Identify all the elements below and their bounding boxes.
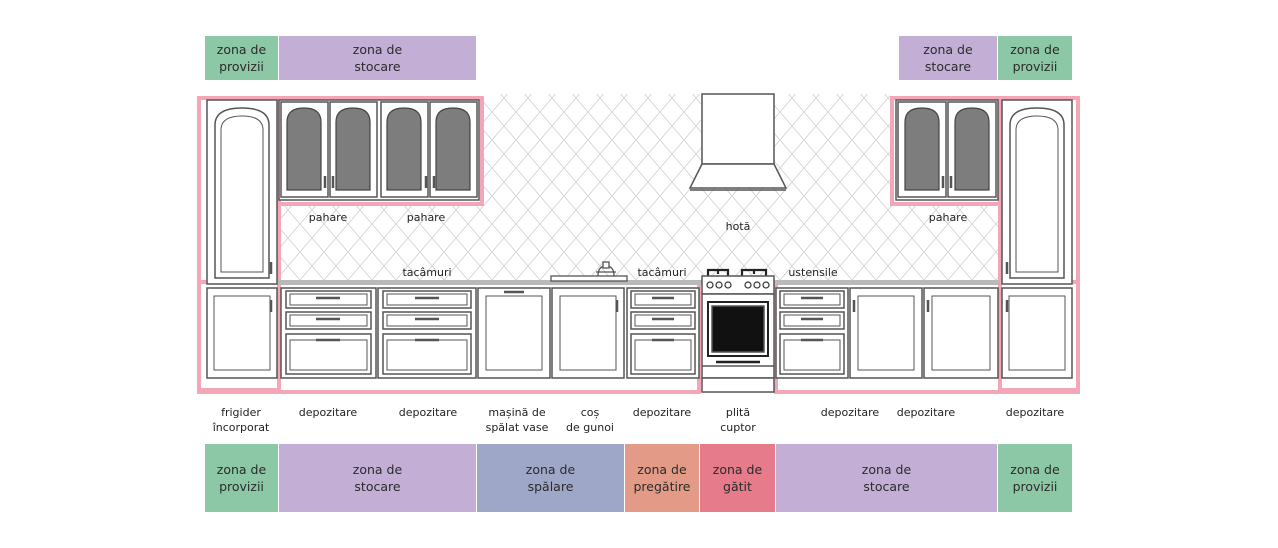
label-depozitare-1: depozitare [298, 406, 358, 419]
label-tacamuri-1: tacâmuri [402, 266, 452, 279]
label-pahare-1: pahare [308, 211, 348, 224]
backsplash-under-cabinets-right [890, 206, 998, 280]
top-zone-provizii-left: zona de provizii [205, 36, 278, 80]
label-hota: hotă [725, 220, 751, 233]
tall-cabinet-left [206, 99, 278, 379]
countertop [278, 280, 1000, 285]
backsplash-under-cabinets-left [278, 206, 484, 280]
bottom-zone-gatit: zona de gătit [700, 444, 775, 512]
label-plita-cuptor: plită cuptor [720, 406, 756, 434]
label-pahare-3: pahare [928, 211, 968, 224]
top-zone-stocare-right: zona de stocare [899, 36, 997, 80]
label-ustensile: ustensile [788, 266, 838, 279]
label-tacamuri-2: tacâmuri [637, 266, 687, 279]
label-pahare-2: pahare [406, 211, 446, 224]
bottom-zone-pregatire: zona de pregătire [625, 444, 699, 512]
sink [550, 261, 628, 282]
tall-cabinet-right [1001, 99, 1073, 379]
label-depozitare-3: depozitare [632, 406, 692, 419]
bottom-zone-provizii-left: zona de provizii [205, 444, 278, 512]
label-depozitare-5: depozitare [896, 406, 956, 419]
top-zone-stocare-left: zona de stocare [279, 36, 476, 80]
label-frigider: frigider încorporat [212, 406, 270, 434]
upper-cabinets-right [895, 99, 999, 201]
bottom-zone-provizii-right: zona de provizii [998, 444, 1072, 512]
base-cabinets [280, 287, 999, 379]
upper-cabinets-left [278, 99, 480, 201]
bottom-zone-spalare: zona de spălare [477, 444, 624, 512]
label-depozitare-6: depozitare [1005, 406, 1065, 419]
label-depozitare-2: depozitare [398, 406, 458, 419]
bottom-zone-stocare-left: zona de stocare [279, 444, 476, 512]
stove-oven [701, 268, 775, 393]
label-cos-gunoi: coș de gunoi [566, 406, 614, 434]
top-zone-provizii-right: zona de provizii [998, 36, 1072, 80]
label-depozitare-4: depozitare [820, 406, 880, 419]
label-masina-vase: mașină de spălat vase [485, 406, 549, 434]
range-hood [688, 93, 788, 191]
bottom-zone-stocare-right: zona de stocare [776, 444, 997, 512]
backsplash-left [484, 94, 890, 280]
